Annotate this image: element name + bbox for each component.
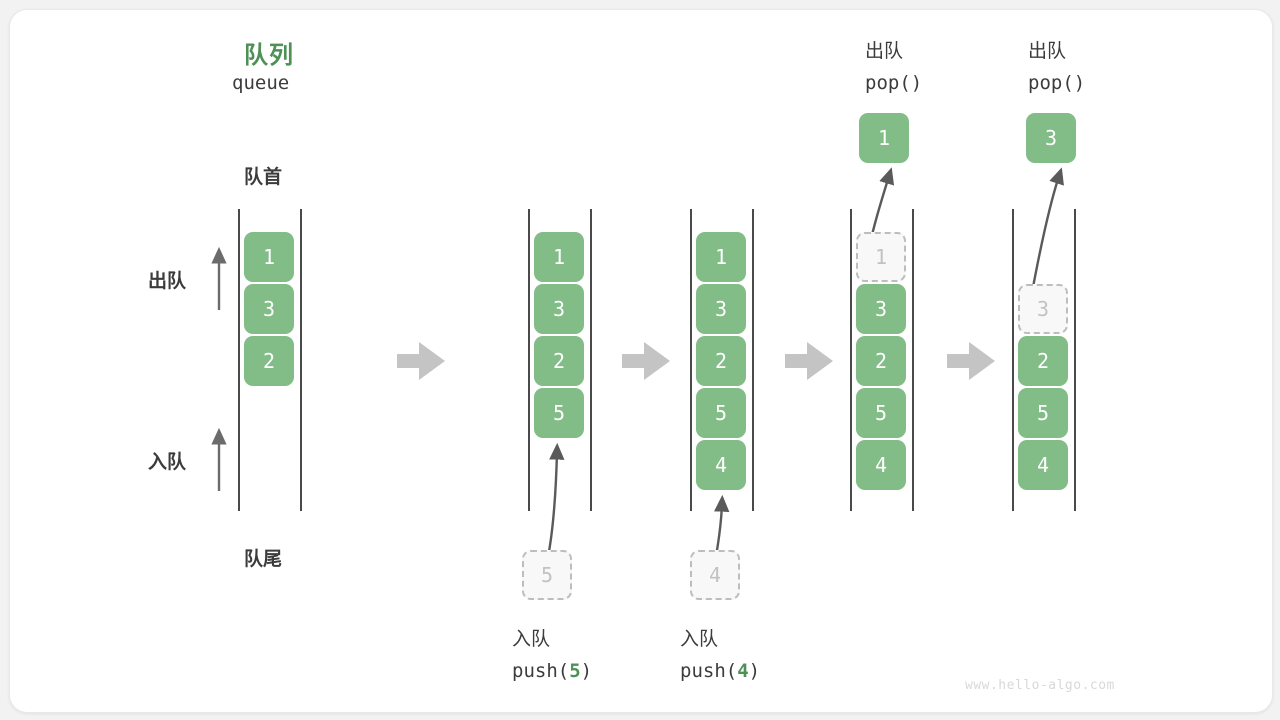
diagram-card: 队列 queue 队首 队尾 出队 入队 出队 pop() 出队 pop() 1… <box>9 9 1273 713</box>
queue-item: 2 <box>696 336 746 386</box>
rail-right <box>752 209 754 511</box>
queue-item: 3 <box>244 284 294 334</box>
queue-item-removed-ghost: 1 <box>856 232 906 282</box>
queue-tail-label: 队尾 <box>244 548 283 570</box>
push5-caption-cn: 入队 <box>512 628 551 650</box>
dequeue-side-label: 出队 <box>148 270 187 292</box>
queue-item: 2 <box>244 336 294 386</box>
rail-left <box>850 209 852 511</box>
rail-right <box>300 209 302 511</box>
rail-right <box>1074 209 1076 511</box>
queue-item: 5 <box>696 388 746 438</box>
queue-item: 2 <box>534 336 584 386</box>
queue-item: 4 <box>856 440 906 490</box>
queue-item: 1 <box>244 232 294 282</box>
watermark: www.hello-algo.com <box>965 678 1115 693</box>
step-arrow-2 <box>622 342 670 380</box>
queue-item-removed-ghost: 3 <box>1018 284 1068 334</box>
queue-item: 3 <box>534 284 584 334</box>
diagram-vector-layer <box>211 167 1064 593</box>
enqueue-side-label: 入队 <box>148 451 187 473</box>
rail-right <box>590 209 592 511</box>
queue-head-label: 队首 <box>244 166 283 188</box>
incoming-element-ghost: 5 <box>522 550 572 600</box>
rail-left <box>238 209 240 511</box>
push4-caption-code: push(4) <box>680 660 761 682</box>
queue-item-new: 4 <box>696 440 746 490</box>
col5-header-code: pop() <box>1028 72 1086 94</box>
queue-item-new: 5 <box>534 388 584 438</box>
page-title-en: queue <box>232 72 290 94</box>
queue-item: 4 <box>1018 440 1068 490</box>
popped-element: 1 <box>859 113 909 163</box>
queue-item: 5 <box>856 388 906 438</box>
rail-left <box>690 209 692 511</box>
queue-item: 2 <box>1018 336 1068 386</box>
pop-arrow-3 <box>1029 167 1064 299</box>
queue-item: 5 <box>1018 388 1068 438</box>
rail-left <box>1012 209 1014 511</box>
step-arrow-1 <box>397 342 445 380</box>
step-arrow-4 <box>947 342 995 380</box>
popped-element: 3 <box>1026 113 1076 163</box>
queue-item: 2 <box>856 336 906 386</box>
col4-header-cn: 出队 <box>865 40 904 62</box>
incoming-element-ghost: 4 <box>690 550 740 600</box>
step-arrow-3 <box>785 342 833 380</box>
col5-header-cn: 出队 <box>1028 40 1067 62</box>
rail-left <box>528 209 530 511</box>
queue-item: 1 <box>696 232 746 282</box>
col4-header-code: pop() <box>865 72 923 94</box>
push5-caption-code: push(5) <box>512 660 593 682</box>
page-title-cn: 队列 <box>244 41 294 69</box>
rail-right <box>912 209 914 511</box>
queue-item: 3 <box>856 284 906 334</box>
queue-item: 3 <box>696 284 746 334</box>
push4-caption-cn: 入队 <box>680 628 719 650</box>
queue-item: 1 <box>534 232 584 282</box>
